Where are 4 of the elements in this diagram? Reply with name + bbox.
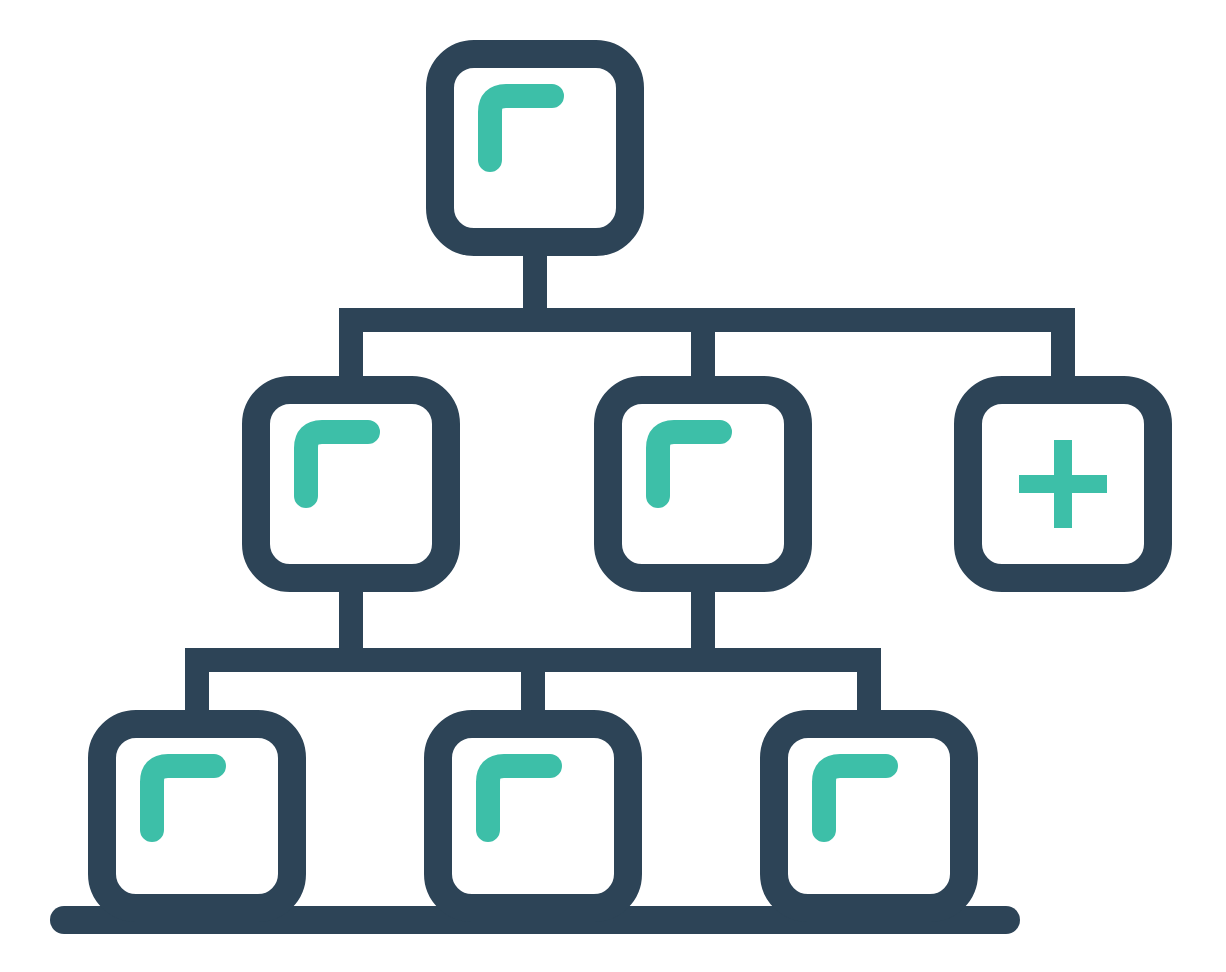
node-box <box>954 376 1172 592</box>
node-box <box>242 376 460 592</box>
node-box <box>594 376 812 592</box>
node-box <box>426 40 644 256</box>
